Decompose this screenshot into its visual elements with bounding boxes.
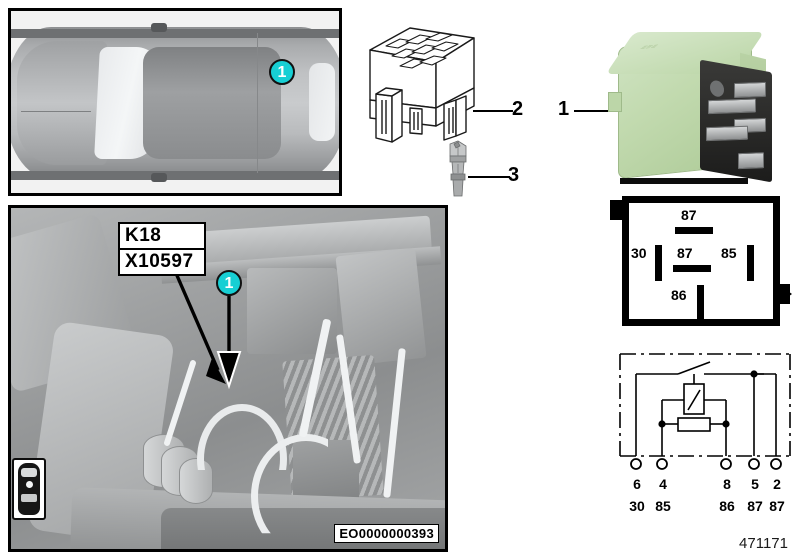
document-code: 471171 [739, 535, 788, 552]
orientation-windshield [21, 468, 37, 477]
vehicle-trunk-seam [257, 33, 258, 173]
pinout-label-86: 86 [671, 287, 687, 303]
pinout-bar-87-top [675, 227, 713, 234]
callout-number-3: 3 [508, 164, 520, 186]
engine-bay-hose-1 [197, 404, 287, 470]
relay-cavity [710, 79, 724, 98]
vehicle-roof [143, 47, 281, 159]
engine-bay-module-secondary [335, 248, 427, 366]
component-connector-code: X10597 [125, 251, 194, 272]
pinout-label-30: 30 [631, 245, 647, 261]
schematic-svg [619, 353, 791, 470]
component-label-box: K18 X10597 [118, 222, 206, 276]
relay-circuit-schematic: 6 4 8 5 2 30 85 86 87 87 [614, 344, 796, 514]
pinout-label-85: 85 [721, 245, 737, 261]
vehicle-rear-glass [309, 63, 335, 141]
schematic-terminal-1: 85 [655, 498, 671, 514]
pinout-bar-85 [747, 245, 754, 281]
callout-3-leader-line [468, 176, 510, 178]
schematic-terminal-3: 87 [747, 498, 763, 514]
photo-id-caption: EO0000000393 [334, 524, 439, 543]
vehicle-mirror-left [151, 23, 167, 32]
relay-blade-2 [708, 98, 756, 115]
engine-bay-location-marker-1: 1 [216, 270, 242, 296]
pinout-bar-30 [655, 245, 662, 281]
schematic-pin-number-1: 4 [659, 476, 667, 492]
connector-housing-illustration [352, 8, 502, 158]
vehicle-top-view-panel: 1 [8, 8, 342, 196]
vehicle-orientation-icon [12, 458, 46, 520]
relay-emboss-marking: ≡≡≡ [636, 43, 661, 52]
component-label-code: K18 [120, 224, 204, 250]
relay-base-shadow [620, 178, 748, 184]
vehicle-bottom-edge [11, 171, 339, 180]
vehicle-location-marker-1: 1 [269, 59, 295, 85]
relay-pinout-diagram: 87 30 87 85 86 [622, 196, 780, 326]
terminal-pin-illustration [432, 140, 492, 202]
vehicle-top-edge [11, 29, 339, 38]
schematic-pin-number-4: 2 [773, 476, 781, 492]
pinout-notch-left-block [610, 200, 624, 220]
relay-mount-tab [608, 92, 622, 112]
relay-blade-5 [738, 152, 764, 170]
callout-1-leader-line [574, 110, 610, 112]
schematic-terminal-4: 87 [769, 498, 785, 514]
relay-terminal-face [700, 59, 772, 183]
schematic-pin-number-0: 6 [633, 476, 641, 492]
connector-housing-svg [369, 27, 475, 143]
callout-number-2: 2 [512, 98, 524, 120]
relay-illustration: ≡≡≡ [605, 30, 792, 190]
schematic-terminal-0: 30 [629, 498, 645, 514]
schematic-terminal-2: 86 [719, 498, 735, 514]
vehicle-mirror-right [151, 173, 167, 182]
engine-bay-marker-arrow [216, 294, 242, 390]
callout-number-1: 1 [558, 98, 570, 120]
relay-blade-1 [734, 81, 766, 99]
vehicle-hood [17, 41, 107, 165]
pinout-label-87-center: 87 [677, 245, 693, 261]
orientation-rear-window [21, 494, 37, 502]
pinout-notch-right-block [776, 284, 790, 304]
pinout-bar-87-center [673, 265, 711, 272]
relay-blade-4 [706, 125, 748, 142]
engine-bay-hose-2 [251, 434, 328, 534]
engine-bay-photo-panel: EO0000000393 [8, 205, 448, 552]
label-pointer-arrow [170, 263, 226, 384]
schematic-pin-number-2: 8 [723, 476, 731, 492]
terminal-pin-svg [449, 140, 467, 197]
pinout-bar-86 [697, 285, 704, 319]
schematic-pin-number-3: 5 [751, 476, 759, 492]
orientation-position-dot [26, 481, 33, 488]
pinout-label-87-top: 87 [681, 207, 697, 223]
vehicle-hood-seam [21, 111, 91, 112]
callout-2-leader-line [473, 110, 513, 112]
